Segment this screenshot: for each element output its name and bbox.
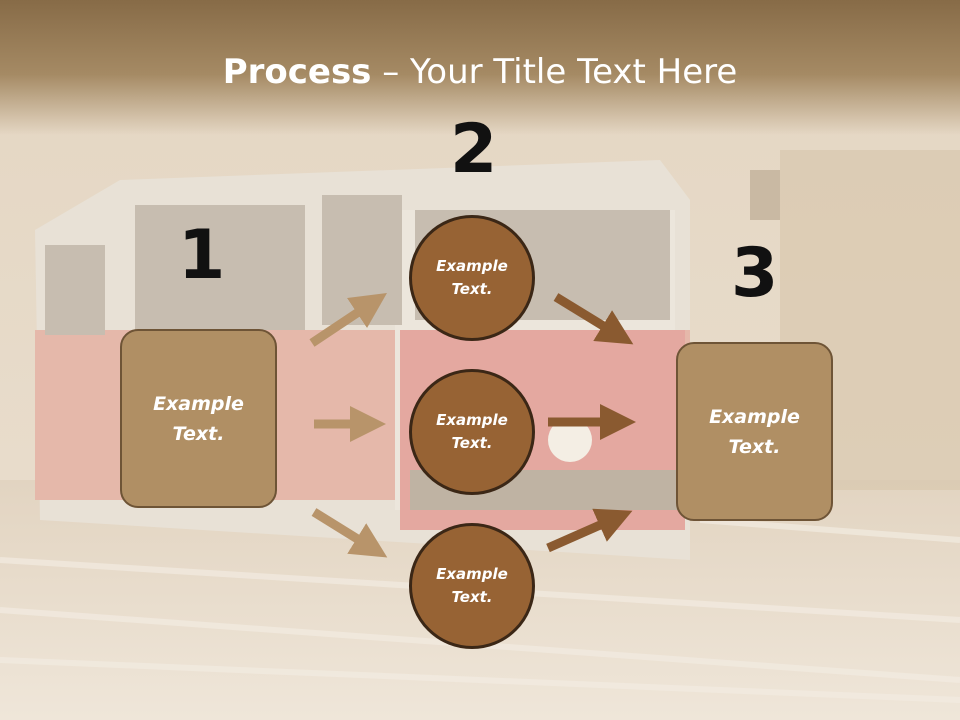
step-number-1: 1 <box>178 216 226 295</box>
middle-circle[interactable]: Example Text. <box>409 369 535 495</box>
left-text-box[interactable]: Example Text. <box>120 329 277 508</box>
slide-title: Process – Your Title Text Here <box>0 52 960 92</box>
middle-circle-text: Example Text. <box>436 411 508 452</box>
bottom-circle[interactable]: Example Text. <box>409 523 535 649</box>
step-number-3: 3 <box>731 234 779 313</box>
top-circle[interactable]: Example Text. <box>409 215 535 341</box>
title-band <box>0 0 960 135</box>
step-number-2: 2 <box>450 110 498 189</box>
left-box-text: Example Text. <box>153 392 244 445</box>
bottom-circle-text: Example Text. <box>436 565 508 606</box>
top-circle-text: Example Text. <box>436 257 508 298</box>
right-text-box[interactable]: Example Text. <box>676 342 833 521</box>
title-bold: Process <box>222 52 372 92</box>
title-rest: – Your Title Text Here <box>371 52 738 92</box>
right-box-text: Example Text. <box>709 405 800 458</box>
